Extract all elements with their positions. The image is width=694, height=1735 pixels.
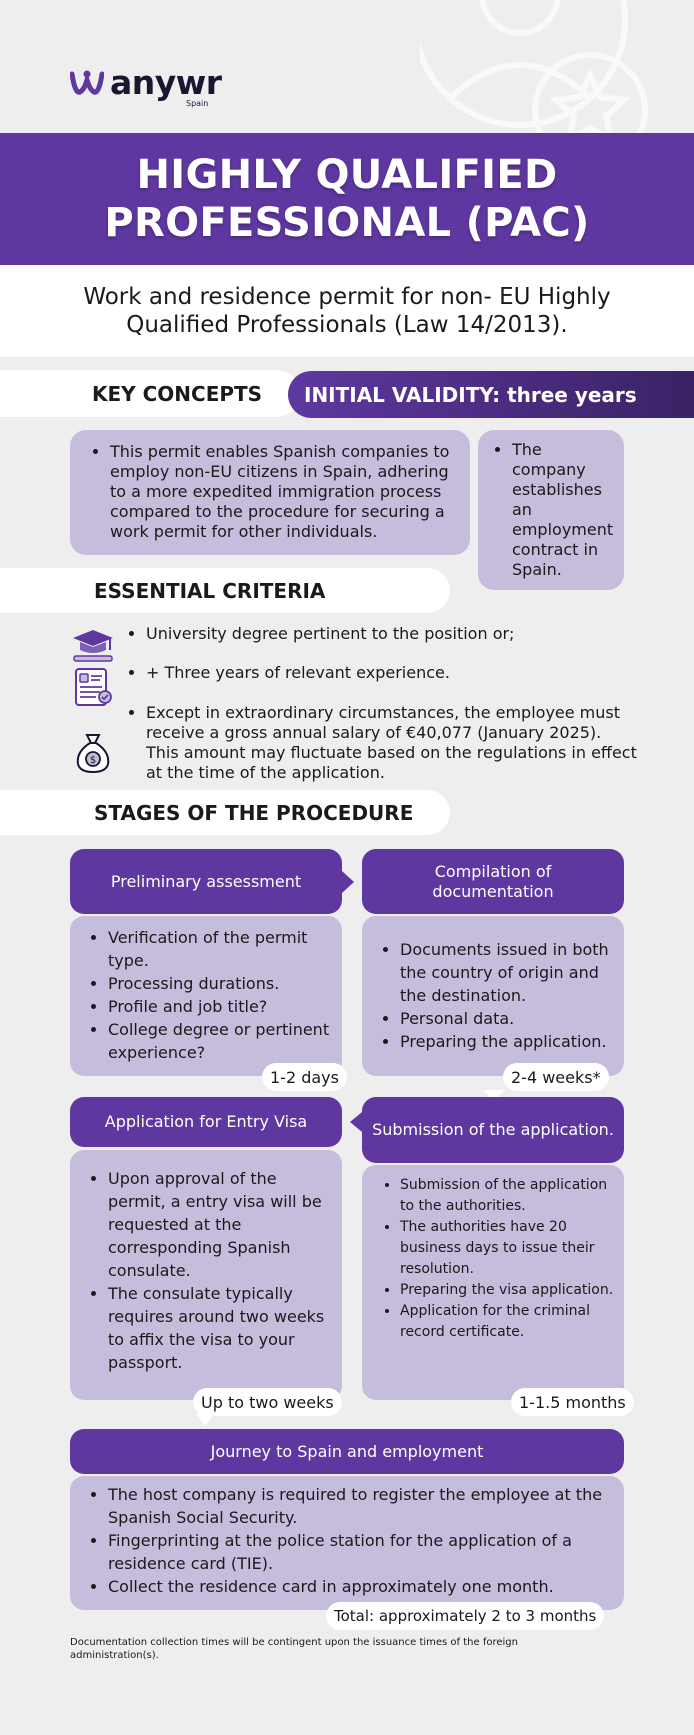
- criterion-salary-text: Except in extraordinary circumstances, t…: [146, 703, 638, 783]
- list-item: Verification of the permit type.: [108, 926, 332, 972]
- list-item: The host company is required to register…: [108, 1483, 614, 1529]
- list-item: Collect the residence card in approximat…: [108, 1575, 614, 1598]
- stage-journey-title: Journey to Spain and employment: [70, 1429, 624, 1474]
- subtitle-band: Work and residence permit for non- EU Hi…: [0, 265, 694, 357]
- svg-text:$: $: [90, 755, 96, 766]
- brand-sub: Spain: [186, 99, 209, 108]
- list-item: Fingerprinting at the police station for…: [108, 1529, 614, 1575]
- stage-submission-body: Submission of the application to the aut…: [362, 1165, 624, 1400]
- page-subtitle-line-1: Work and residence permit for non- EU Hi…: [83, 284, 611, 310]
- brand-logo: anywr: [70, 66, 222, 99]
- stage-submission-duration: 1-1.5 months: [511, 1388, 634, 1416]
- stage-preliminary-assessment-duration: 1-2 days: [262, 1063, 347, 1091]
- list-item: Personal data.: [400, 1007, 614, 1030]
- graduation-cap-icon: [73, 630, 113, 662]
- criterion-degree-text: University degree pertinent to the posit…: [146, 624, 638, 644]
- page-title-line-2: PROFESSIONAL (PAC): [104, 200, 590, 246]
- criterion-experience: + Three years of relevant experience.: [128, 663, 638, 683]
- employment-contract-text: The company establishes an employment co…: [512, 440, 618, 580]
- stage-journey-body: The host company is required to register…: [70, 1476, 624, 1610]
- stage-entry-visa-body: Upon approval of the permit, a entry vis…: [70, 1150, 342, 1400]
- list-item: Submission of the application to the aut…: [400, 1175, 614, 1217]
- brand-name: anywr: [110, 63, 222, 102]
- stage-submission-title: Submission of the application.: [362, 1097, 624, 1163]
- stage-entry-visa-duration: Up to two weeks: [193, 1388, 342, 1416]
- list-item: The authorities have 20 business days to…: [400, 1217, 614, 1280]
- page-title-line-1: HIGHLY QUALIFIED: [136, 152, 558, 198]
- arrow-down-icon: [483, 1090, 505, 1101]
- arrow-left-icon: [350, 1112, 362, 1132]
- essential-criteria-heading: ESSENTIAL CRITERIA: [0, 568, 450, 613]
- stages-heading: STAGES OF THE PROCEDURE: [0, 790, 450, 835]
- money-bag-icon: $: [76, 734, 110, 774]
- initial-validity-badge: INITIAL VALIDITY: three years: [288, 371, 694, 418]
- person-badge-watermark-icon: [420, 0, 648, 160]
- stage-preliminary-assessment-title: Preliminary assessment: [70, 849, 342, 914]
- list-item: The consulate typically requires around …: [108, 1282, 334, 1374]
- list-item: Application for the criminal record cert…: [400, 1301, 614, 1343]
- page-subtitle: Work and residence permit for non- EU Hi…: [83, 283, 610, 339]
- title-band: HIGHLY QUALIFIED PROFESSIONAL (PAC): [0, 133, 694, 265]
- list-item: Profile and job title?: [108, 995, 332, 1018]
- stage-compilation-documentation-duration: 2-4 weeks*: [503, 1063, 609, 1091]
- stage-compilation-documentation-title: Compilation of documentation: [362, 849, 624, 914]
- total-duration-badge: Total: approximately 2 to 3 months: [326, 1602, 605, 1630]
- employment-contract-card: The company establishes an employment co…: [478, 430, 624, 590]
- key-concepts-card: This permit enables Spanish companies to…: [70, 430, 470, 555]
- list-item: College degree or pertinent experience?: [108, 1018, 332, 1064]
- footnote: Documentation collection times will be c…: [70, 1637, 518, 1661]
- list-item: Preparing the application.: [400, 1030, 614, 1053]
- page-title: HIGHLY QUALIFIED PROFESSIONAL (PAC): [104, 151, 589, 247]
- list-item: Processing durations.: [108, 972, 332, 995]
- list-item: Documents issued in both the country of …: [400, 938, 614, 1007]
- arrow-right-icon: [342, 871, 354, 893]
- key-concepts-text: This permit enables Spanish companies to…: [110, 442, 454, 542]
- criterion-experience-text: + Three years of relevant experience.: [146, 663, 638, 683]
- stage-entry-visa-title: Application for Entry Visa: [70, 1097, 342, 1147]
- resume-icon: [75, 668, 112, 706]
- page-subtitle-line-2: Qualified Professionals (Law 14/2013).: [126, 312, 568, 338]
- list-item: Upon approval of the permit, a entry vis…: [108, 1167, 334, 1282]
- anywr-logo-icon: [70, 70, 104, 95]
- key-concepts-heading: KEY CONCEPTS: [0, 370, 300, 417]
- stage-preliminary-assessment-body: Verification of the permit type. Process…: [70, 916, 342, 1076]
- list-item: Preparing the visa application.: [400, 1280, 614, 1301]
- stage-compilation-documentation-body: Documents issued in both the country of …: [362, 916, 624, 1076]
- criterion-degree: University degree pertinent to the posit…: [128, 624, 638, 644]
- arrow-down-icon: [196, 1414, 214, 1426]
- criterion-salary: Except in extraordinary circumstances, t…: [128, 703, 638, 783]
